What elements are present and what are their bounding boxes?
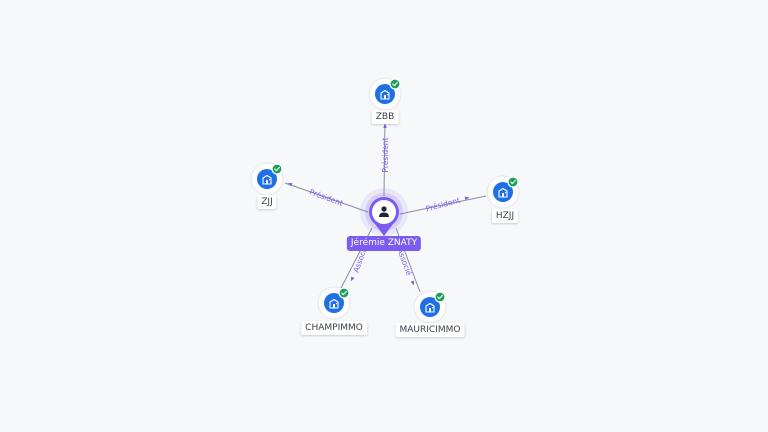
company-node-zjj[interactable]	[250, 162, 284, 196]
building-icon	[498, 187, 508, 198]
verified-check-icon	[338, 287, 350, 299]
center-node[interactable]	[360, 188, 408, 236]
verified-check-icon	[389, 78, 401, 90]
center-core	[372, 200, 396, 224]
company-node-champimmo[interactable]	[317, 286, 351, 320]
verified-check-icon	[434, 291, 446, 303]
edge-label-zbb: Président	[381, 137, 390, 172]
verified-check-icon	[271, 163, 283, 175]
nodes-layer	[250, 77, 520, 324]
edge-arrow-hzjj	[464, 196, 470, 201]
edge-zbb	[383, 117, 386, 197]
verified-check-icon	[507, 176, 519, 188]
node-label-hzjj[interactable]: HZJJ	[491, 209, 519, 223]
node-label-mauricimmo[interactable]: MAURICIMMO	[395, 323, 465, 337]
node-label-zbb[interactable]: ZBB	[371, 110, 399, 124]
building-icon	[329, 298, 339, 309]
building-icon	[380, 89, 390, 100]
person-icon	[379, 206, 389, 217]
node-core	[493, 182, 513, 202]
node-core	[420, 297, 440, 317]
edge-zjj	[284, 182, 369, 213]
edge-arrow-zbb	[383, 123, 387, 128]
company-node-mauricimmo[interactable]	[413, 290, 447, 324]
edge-arrow-mauricimmo	[410, 280, 414, 286]
edge-arrow-champimmo	[350, 276, 355, 282]
node-core	[324, 293, 344, 313]
node-label-champimmo[interactable]: CHAMPIMMO	[301, 321, 367, 335]
company-node-hzjj[interactable]	[486, 175, 520, 209]
node-core	[375, 84, 395, 104]
building-icon	[262, 174, 272, 185]
company-node-zbb[interactable]	[368, 77, 402, 111]
edge-hzjj	[399, 195, 487, 215]
edge-label-zjj: Président	[308, 187, 344, 207]
edge-arrow-zjj	[287, 182, 293, 187]
edge-label-mauricimmo: Associé	[395, 247, 413, 277]
node-core	[257, 169, 277, 189]
node-label-zjj[interactable]: ZJJ	[257, 195, 277, 209]
building-icon	[425, 302, 435, 313]
edge-label-hzjj: Président	[425, 196, 461, 214]
center-node-label[interactable]: Jérémie ZNATY	[346, 236, 422, 251]
